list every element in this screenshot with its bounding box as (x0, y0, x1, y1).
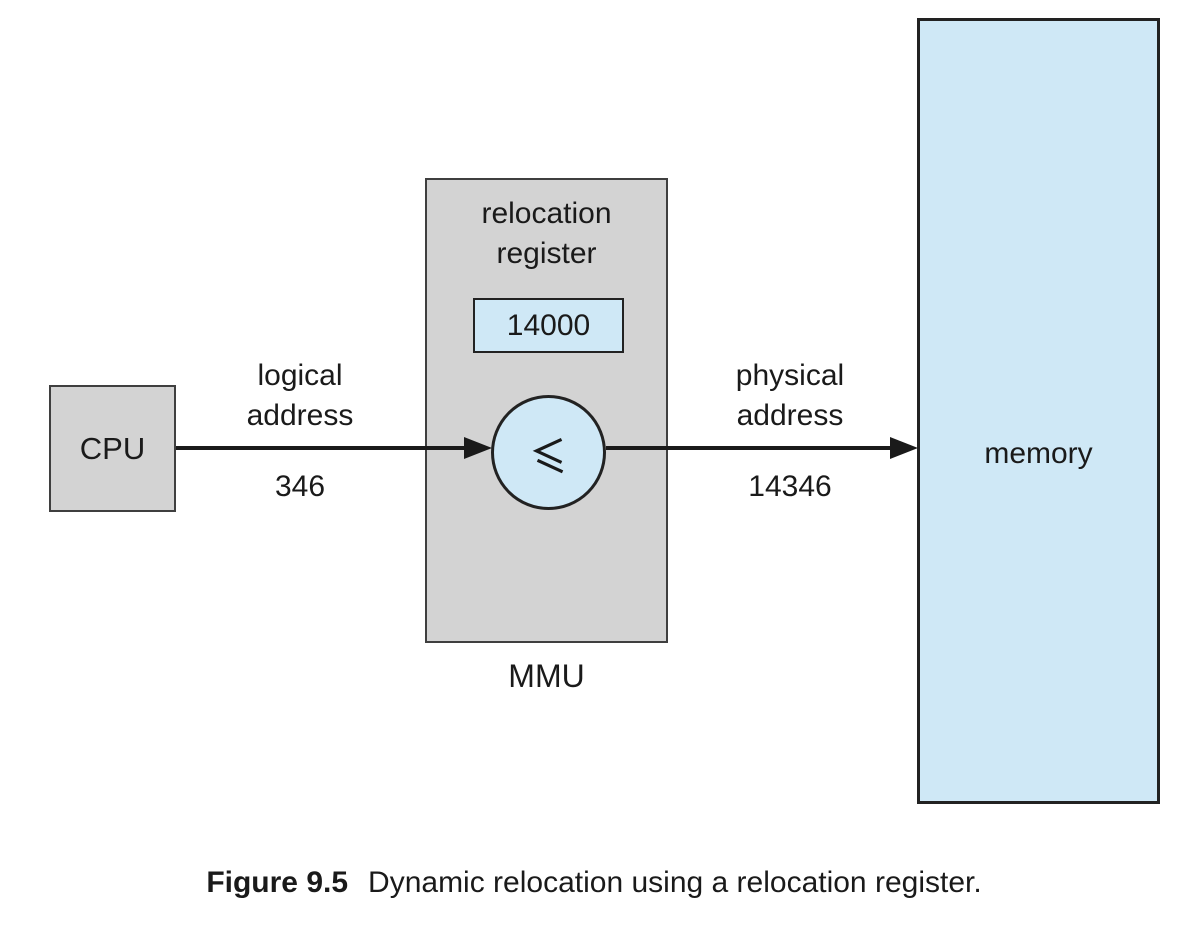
mmu-label: MMU (508, 658, 585, 694)
memory-label: memory (984, 437, 1093, 470)
physical-address-label: physical address (735, 359, 845, 432)
physical-address-value: 14346 (748, 470, 832, 503)
cpu-label: CPU (79, 430, 146, 466)
cpu-box: CPU (49, 385, 176, 512)
less-equal-icon (532, 437, 563, 473)
relocation-register-box: 14000 (473, 298, 624, 353)
figure-caption-text: Dynamic relocation using a relocation re… (368, 866, 982, 899)
relocation-register-title: relocation register (481, 197, 612, 270)
logical-address-label: logical address (246, 359, 354, 432)
memory-box (917, 18, 1160, 804)
figure-caption: Figure 9.5 Dynamic relocation using a rel… (0, 866, 1188, 900)
logical-address-value: 346 (274, 470, 326, 503)
figure-caption-number: Figure 9.5 (206, 866, 349, 899)
relocation-register-value: 14000 (506, 308, 591, 342)
mmu-operator-circle (491, 395, 606, 510)
